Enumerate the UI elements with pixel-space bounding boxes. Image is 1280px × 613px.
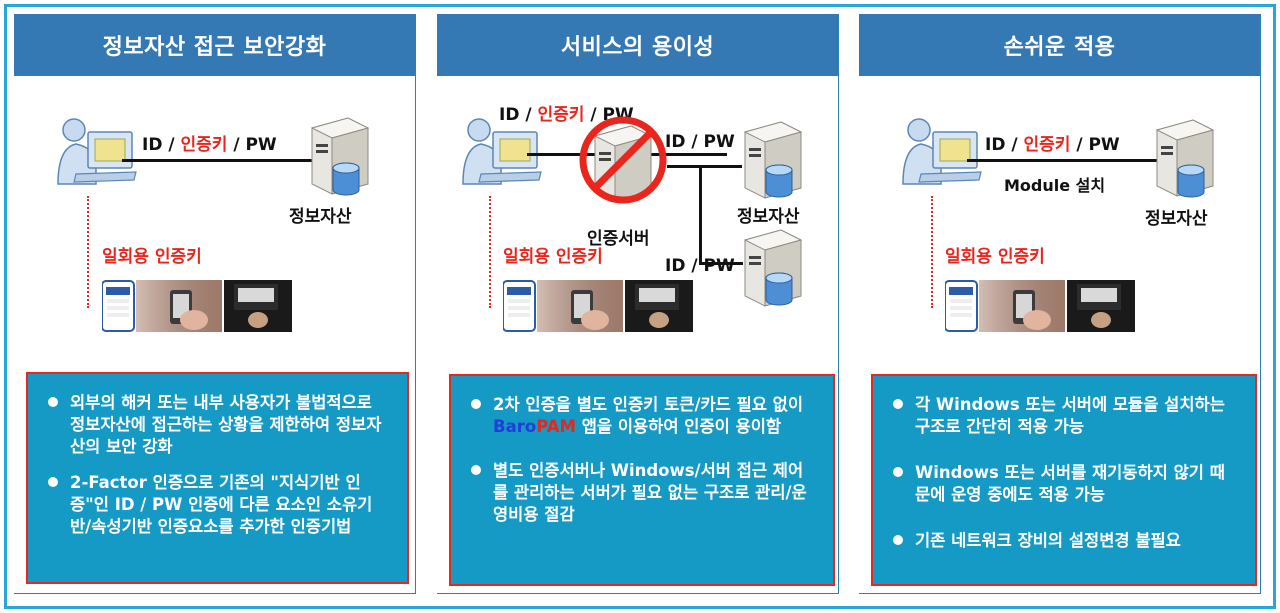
bullet-item: 기존 네트워크 장비의 설정변경 불필요 (887, 530, 1239, 552)
server-label: 정보자산 (737, 207, 800, 227)
panel-title: 정보자산 접근 보안강화 (14, 14, 415, 76)
bullet-item: Windows 또는 서버를 재기동하지 않기 때문에 운영 중에도 적용 가능 (887, 462, 1239, 506)
bullet-item: 2-Factor 인증으로 기존의 "지식기반 인증"인 ID / PW 인증에… (42, 472, 391, 538)
database-icon (332, 162, 360, 196)
otp-label: 일회용 인증키 (945, 247, 1045, 267)
user-at-computer-icon (462, 118, 542, 185)
phone-icon (945, 280, 1136, 332)
auth-server-label: 인증서버 (587, 229, 650, 249)
bullet-item: 별도 인증서버나 Windows/서버 접근 제어를 관리하는 서버가 필요 없… (465, 460, 817, 526)
credential-label: ID / 인증키 / PW (142, 135, 277, 155)
connection-line (967, 159, 1157, 162)
otp-label: 일회용 인증키 (503, 247, 603, 267)
description-box: 2차 인증을 별도 인증키 토큰/카드 필요 없이 BaroPAM 앱을 이용하… (449, 374, 835, 586)
panel-title: 손쉬운 적용 (859, 14, 1260, 76)
panel-ease-of-service: 서비스의 용이성 ID / 인증키 / PW 인증서버 ID / PW 정보자산… (437, 14, 839, 594)
database-icon (765, 164, 793, 198)
panel-title: 서비스의 용이성 (437, 14, 838, 76)
phone-icon (503, 280, 694, 332)
idpw-label: ID / PW (665, 256, 735, 276)
server-label: 정보자산 (289, 207, 352, 227)
database-icon (1177, 164, 1205, 198)
otp-dotted-line (489, 196, 491, 308)
connection-line (122, 159, 312, 162)
otp-label: 일회용 인증키 (102, 247, 202, 267)
panel-easy-deployment: 손쉬운 적용 ID / 인증키 / PW Module 설치 정보자산 일회용 … (859, 14, 1261, 594)
idpw-label: ID / PW (665, 132, 735, 152)
phone-icon (102, 280, 293, 332)
database-icon (765, 272, 793, 306)
bullet-item: 외부의 해커 또는 내부 사용자가 불법적으로 정보자산에 접근하는 상황을 제… (42, 392, 391, 458)
otp-dotted-line (931, 196, 933, 308)
connection-line (667, 165, 742, 168)
module-install-label: Module 설치 (1004, 176, 1106, 195)
description-box: 외부의 해커 또는 내부 사용자가 불법적으로 정보자산에 접근하는 상황을 제… (26, 372, 409, 584)
otp-dotted-line (87, 196, 89, 308)
bullet-item: 2차 인증을 별도 인증키 토큰/카드 필요 없이 BaroPAM 앱을 이용하… (465, 394, 817, 438)
server-label: 정보자산 (1145, 209, 1208, 229)
connection-line (699, 165, 702, 265)
credential-label: ID / 인증키 / PW (985, 135, 1120, 155)
connection-line (699, 262, 743, 265)
description-box: 각 Windows 또는 서버에 모듈을 설치하는 구조로 간단히 적용 가능 … (871, 374, 1257, 586)
user-at-computer-icon (902, 118, 982, 185)
user-at-computer-icon (57, 118, 137, 185)
no-sign-icon (579, 116, 667, 204)
bullet-item: 각 Windows 또는 서버에 모듈을 설치하는 구조로 간단히 적용 가능 (887, 394, 1239, 438)
panel-access-security: 정보자산 접근 보안강화 ID / 인증키 / PW 정보자산 일회용 인증키 … (14, 14, 416, 594)
diagram-frame (4, 4, 1276, 609)
